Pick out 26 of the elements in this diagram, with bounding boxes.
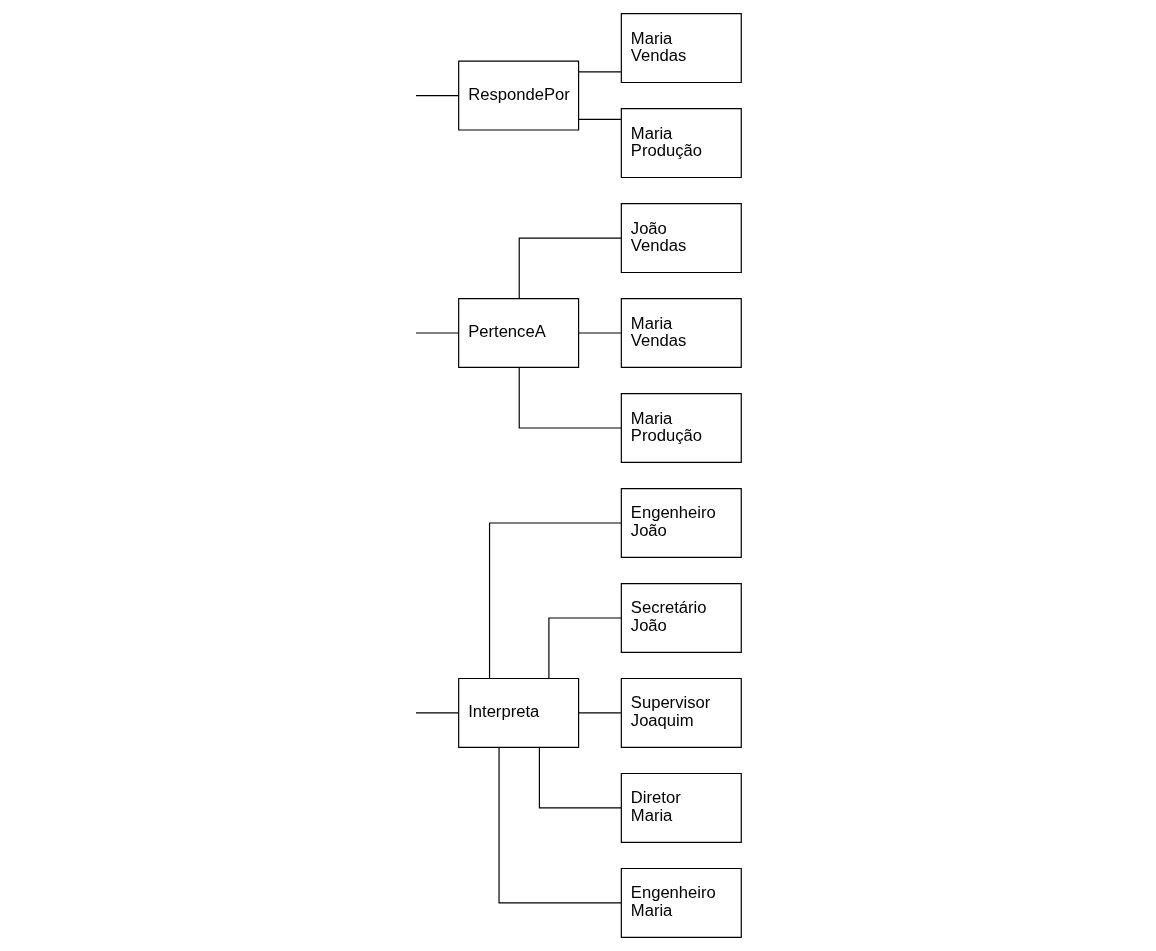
connector: [518, 367, 622, 429]
connector: [548, 617, 622, 679]
connector: [538, 747, 622, 809]
connector: [578, 71, 622, 73]
node-box: Interpreta: [458, 677, 580, 748]
node-box: Maria Produção: [620, 108, 742, 179]
connector: [578, 712, 622, 714]
node-box: João Vendas: [620, 203, 742, 274]
node-box: Maria Vendas: [620, 298, 742, 369]
node-box: RespondePor: [458, 60, 580, 131]
node-box: PertenceA: [458, 298, 580, 369]
connector: [578, 118, 622, 120]
connector: [415, 94, 460, 97]
connector: [518, 237, 622, 299]
connector: [498, 747, 622, 904]
node-box: Secretário João: [620, 582, 742, 653]
node-box: Engenheiro João: [620, 487, 742, 558]
node-box: Engenheiro Maria: [620, 867, 742, 938]
connector: [578, 332, 622, 334]
connector: [488, 522, 622, 679]
node-box: Maria Vendas: [620, 13, 742, 84]
node-box: Diretor Maria: [620, 772, 742, 843]
connector: [415, 712, 460, 714]
connector: [415, 332, 460, 334]
node-box: Supervisor Joaquim: [620, 677, 742, 748]
node-box: Maria Produção: [620, 393, 742, 464]
